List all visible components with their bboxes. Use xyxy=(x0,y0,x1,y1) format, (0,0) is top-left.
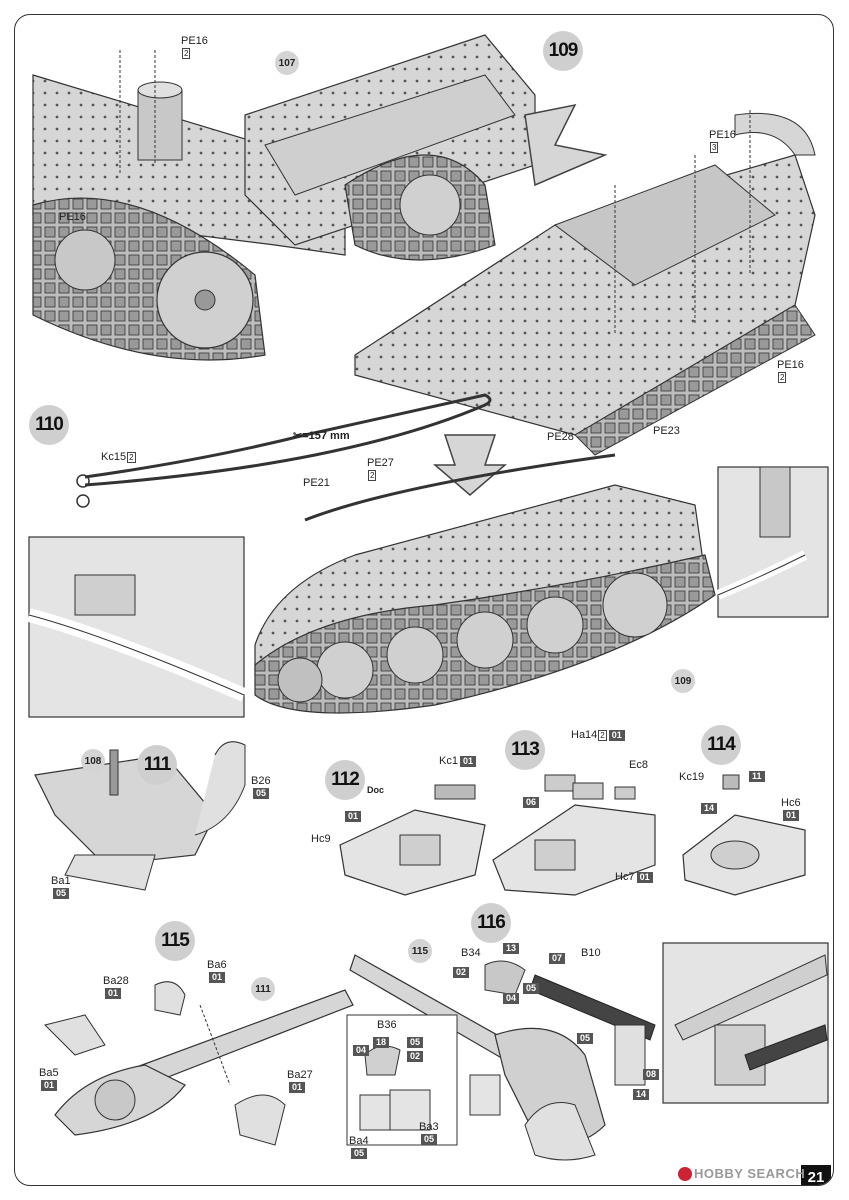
code-112-01: 01 xyxy=(345,811,362,822)
watermark-logo-icon xyxy=(678,1167,692,1181)
label-pe21: PE21 xyxy=(303,477,330,489)
assembly-illustrations xyxy=(27,34,829,1161)
code-116-13: 13 xyxy=(503,943,520,954)
main-gun-assembly-116 xyxy=(346,942,829,1161)
cable-and-tank-side xyxy=(27,393,829,718)
code-114-11: 11 xyxy=(749,771,765,782)
code-116-04: 04 xyxy=(503,993,520,1004)
code-116-05b: 05 xyxy=(577,1033,594,1044)
main-gun-assembly-115 xyxy=(44,981,354,1146)
gun-mount-part xyxy=(34,741,246,891)
label-pe28: PE28 xyxy=(547,431,574,443)
page-number: 21 xyxy=(801,1165,831,1185)
step-116-badge: 116 xyxy=(471,903,511,943)
hatch-plate-114 xyxy=(682,774,806,896)
label-b34: B34 xyxy=(461,947,481,959)
ref-111: 111 xyxy=(251,977,275,1001)
label-b36: B36 xyxy=(377,1019,397,1031)
label-hc9: Hc9 xyxy=(311,833,331,845)
hatch-plate-112 xyxy=(339,784,486,896)
ref-109: 109 xyxy=(671,669,695,693)
ref-115: 115 xyxy=(408,939,432,963)
code-b36-04: 04 xyxy=(353,1045,370,1056)
code-113-06: 06 xyxy=(523,797,540,808)
hatch-plate-113 xyxy=(492,774,656,896)
label-b10: B10 xyxy=(581,947,601,959)
step-111-badge: 111 xyxy=(137,745,177,785)
step-113-badge: 113 xyxy=(505,730,545,770)
scissors-icon: ✂ xyxy=(293,430,303,442)
code-116-08: 08 xyxy=(643,1069,660,1080)
step-110-badge: 110 xyxy=(29,405,69,445)
step-114-badge: 114 xyxy=(701,725,741,765)
label-pe23: PE23 xyxy=(653,425,680,437)
cable-length-label: ✂=157 mm xyxy=(293,430,350,442)
step-115-badge: 115 xyxy=(155,921,195,961)
code-114-14: 14 xyxy=(701,803,718,814)
step-112-badge: 112 xyxy=(325,760,365,800)
code-116-02: 02 xyxy=(453,967,470,978)
code-b36-18: 18 xyxy=(373,1037,390,1048)
code-116-07: 07 xyxy=(549,953,566,964)
ref-108: 108 xyxy=(81,749,105,773)
label-doc: Doc xyxy=(367,785,385,795)
label-ec8: Ec8 xyxy=(629,759,648,771)
label-kc19: Kc19 xyxy=(679,771,705,783)
ref-107: 107 xyxy=(275,51,299,75)
watermark-text: HOBBY SEARCH xyxy=(694,1166,806,1181)
instruction-page: 109 110 111 112 113 114 115 116 107 109 … xyxy=(14,14,834,1186)
code-b36-05: 05 xyxy=(407,1037,424,1048)
hull-rear-view xyxy=(32,34,536,361)
code-b36-02: 02 xyxy=(407,1051,424,1062)
code-116-14: 14 xyxy=(633,1089,650,1100)
label-pe16-left: PE16 xyxy=(59,211,86,223)
hull-top-view xyxy=(354,103,816,456)
step-109-badge: 109 xyxy=(543,31,583,71)
code-116-05: 05 xyxy=(523,983,540,994)
